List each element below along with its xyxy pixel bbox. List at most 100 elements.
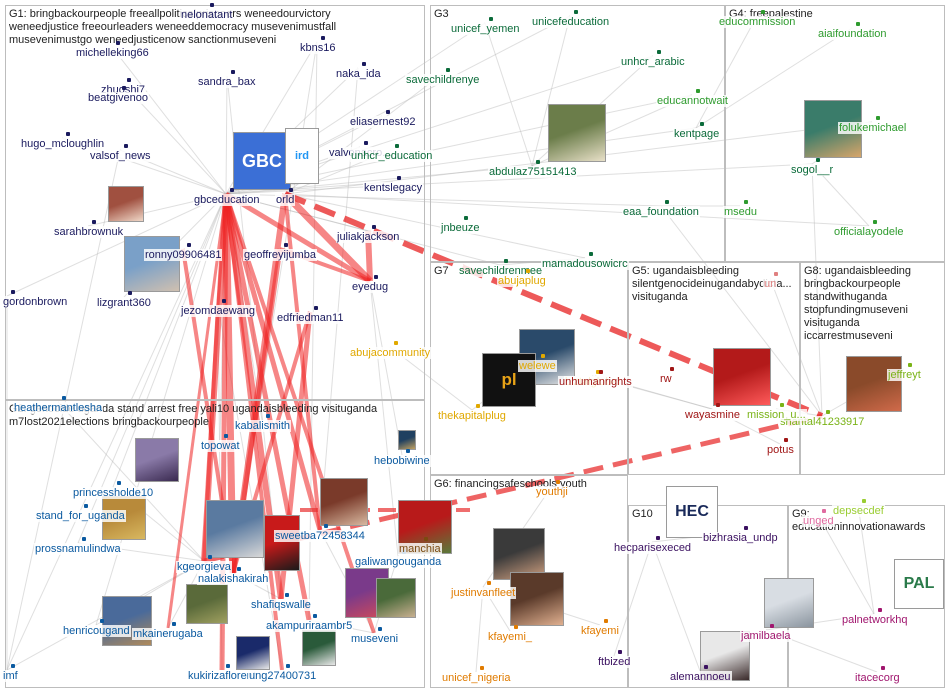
- node-marker: [230, 188, 234, 192]
- node-label-kgeorgieva: kgeorgieva: [176, 561, 232, 573]
- node-marker: [599, 370, 603, 374]
- node-marker: [596, 370, 600, 374]
- node-marker: [321, 36, 325, 40]
- node-label-rw: rw: [659, 373, 673, 385]
- node-marker: [826, 410, 830, 414]
- node-marker: [541, 354, 545, 358]
- node-marker: [480, 666, 484, 670]
- node-label-msedu: msedu: [723, 206, 759, 218]
- node-marker: [774, 272, 778, 276]
- node-label-galiwangouganda: galiwangouganda: [354, 556, 443, 568]
- node-marker: [770, 624, 774, 628]
- group-label: G3: [434, 8, 449, 20]
- node-label-akampuriraambr5: akampuriraambr5: [265, 620, 354, 632]
- node-marker: [313, 614, 317, 618]
- sweetba-avatar: [320, 478, 368, 526]
- node-label-unhcr-arabic: unhcr_arabic: [620, 56, 686, 68]
- edge: [484, 22, 533, 167]
- edge: [284, 193, 870, 227]
- node-label-hugo-mcloughlin: hugo_mcloughlin: [20, 138, 106, 150]
- orld-avatar: ird: [285, 128, 319, 184]
- node-marker: [446, 68, 450, 72]
- node-label-abdulaz75151413: abdulaz75151413: [488, 166, 578, 178]
- node-marker: [11, 290, 15, 294]
- node-marker: [716, 403, 720, 407]
- node-label-princessholde10: princessholde10: [72, 487, 155, 499]
- edge: [225, 163, 813, 195]
- node-marker: [266, 414, 270, 418]
- node-marker: [124, 144, 128, 148]
- node-marker: [187, 243, 191, 247]
- group-label: G7: [434, 265, 449, 277]
- node-label-juliakjackson: juliakjackson: [336, 231, 401, 243]
- node-label-educannotwait: educannotwait: [656, 95, 729, 107]
- node-label-kbns16: kbns16: [299, 42, 337, 54]
- node-marker: [514, 625, 518, 629]
- edge: [284, 193, 586, 259]
- node-label-thekapitalplug: thekapitalplug: [437, 410, 507, 422]
- node-marker: [761, 10, 765, 14]
- node-marker: [589, 252, 593, 256]
- node-marker: [122, 86, 126, 90]
- node-label-eliasernest92: eliasernest92: [349, 116, 417, 128]
- edge: [695, 15, 758, 129]
- edge: [613, 541, 653, 657]
- node-label-hecparisexeced: hecparisexeced: [613, 542, 693, 554]
- node-marker: [526, 269, 530, 273]
- node-label-lizgrant360: lizgrant360: [96, 297, 152, 309]
- edge: [660, 205, 823, 417]
- node-label-geoffreyijumba: geoffreyijumba: [243, 249, 317, 261]
- node-label-michelleking66: michelleking66: [75, 47, 150, 59]
- node-label-gbceducation: gbceducation: [193, 194, 261, 206]
- nalakishakirah-avatar: [264, 515, 300, 571]
- node-marker: [397, 176, 401, 180]
- node-marker: [489, 17, 493, 21]
- group-box-g1: G1: bringbackourpeople freeallpoliticalp…: [5, 5, 425, 400]
- node-marker: [128, 291, 132, 295]
- node-marker: [665, 200, 669, 204]
- node-label-unhumanrights: unhumanrights: [558, 376, 633, 388]
- node-label-bizhrasia-undp: bizhrasia_undp: [702, 532, 779, 544]
- edge: [811, 163, 823, 417]
- node-label-savechildrenmee: savechildrenmee: [458, 265, 544, 277]
- edge: [817, 514, 875, 615]
- node-marker: [464, 216, 468, 220]
- node-marker: [92, 220, 96, 224]
- node-label-kukirizaflorent: kukirizaflorent: [187, 670, 257, 682]
- abdulaz-avatar: [548, 104, 606, 162]
- node-marker: [744, 200, 748, 204]
- jamilbaela-avatar: [764, 578, 814, 628]
- node-label-orld: orld: [275, 194, 296, 206]
- node-marker: [881, 666, 885, 670]
- node-marker: [574, 10, 578, 14]
- node-marker: [116, 41, 120, 45]
- group-box-g8: G8: ugandaisbleeding bringbackourpeople …: [800, 262, 945, 475]
- node-label-abujaplug: abujaplug: [497, 275, 547, 287]
- museveni-avatar: [376, 578, 416, 618]
- node-label-welewe: welewe: [518, 360, 557, 372]
- edge: [166, 193, 228, 629]
- edge: [225, 75, 228, 195]
- node-label-officialayodele: officialayodele: [833, 226, 905, 238]
- node-label-ung27400731: ung27400731: [248, 670, 318, 682]
- node-marker: [284, 243, 288, 247]
- node-label-nalakishakirah: nalakishakirah: [197, 573, 270, 585]
- node-label-unicef-nigeria: unicef_nigeria: [441, 672, 512, 684]
- node-marker: [117, 481, 121, 485]
- node-label-kentpage: kentpage: [673, 128, 721, 140]
- node-label-heathermantlesha: heathermantlesha: [13, 402, 104, 414]
- edge: [319, 67, 359, 531]
- node-label-ftbized: ftbized: [597, 656, 632, 668]
- node-marker: [84, 504, 88, 508]
- node-label-unicefeducation: unicefeducation: [531, 16, 611, 28]
- node-label-justinvanfleet: justinvanfleet: [450, 587, 517, 599]
- node-marker: [324, 524, 328, 528]
- node-marker: [670, 367, 674, 371]
- node-marker: [127, 78, 131, 82]
- node-label-potus: potus: [766, 444, 795, 456]
- group-label: G5: ugandaisbleeding silentgenocideinuga…: [632, 265, 792, 303]
- node-marker: [11, 664, 15, 668]
- node-label-jeffreyt: jeffreyt: [887, 369, 922, 381]
- gbceducation-avatar: GBC: [233, 132, 291, 190]
